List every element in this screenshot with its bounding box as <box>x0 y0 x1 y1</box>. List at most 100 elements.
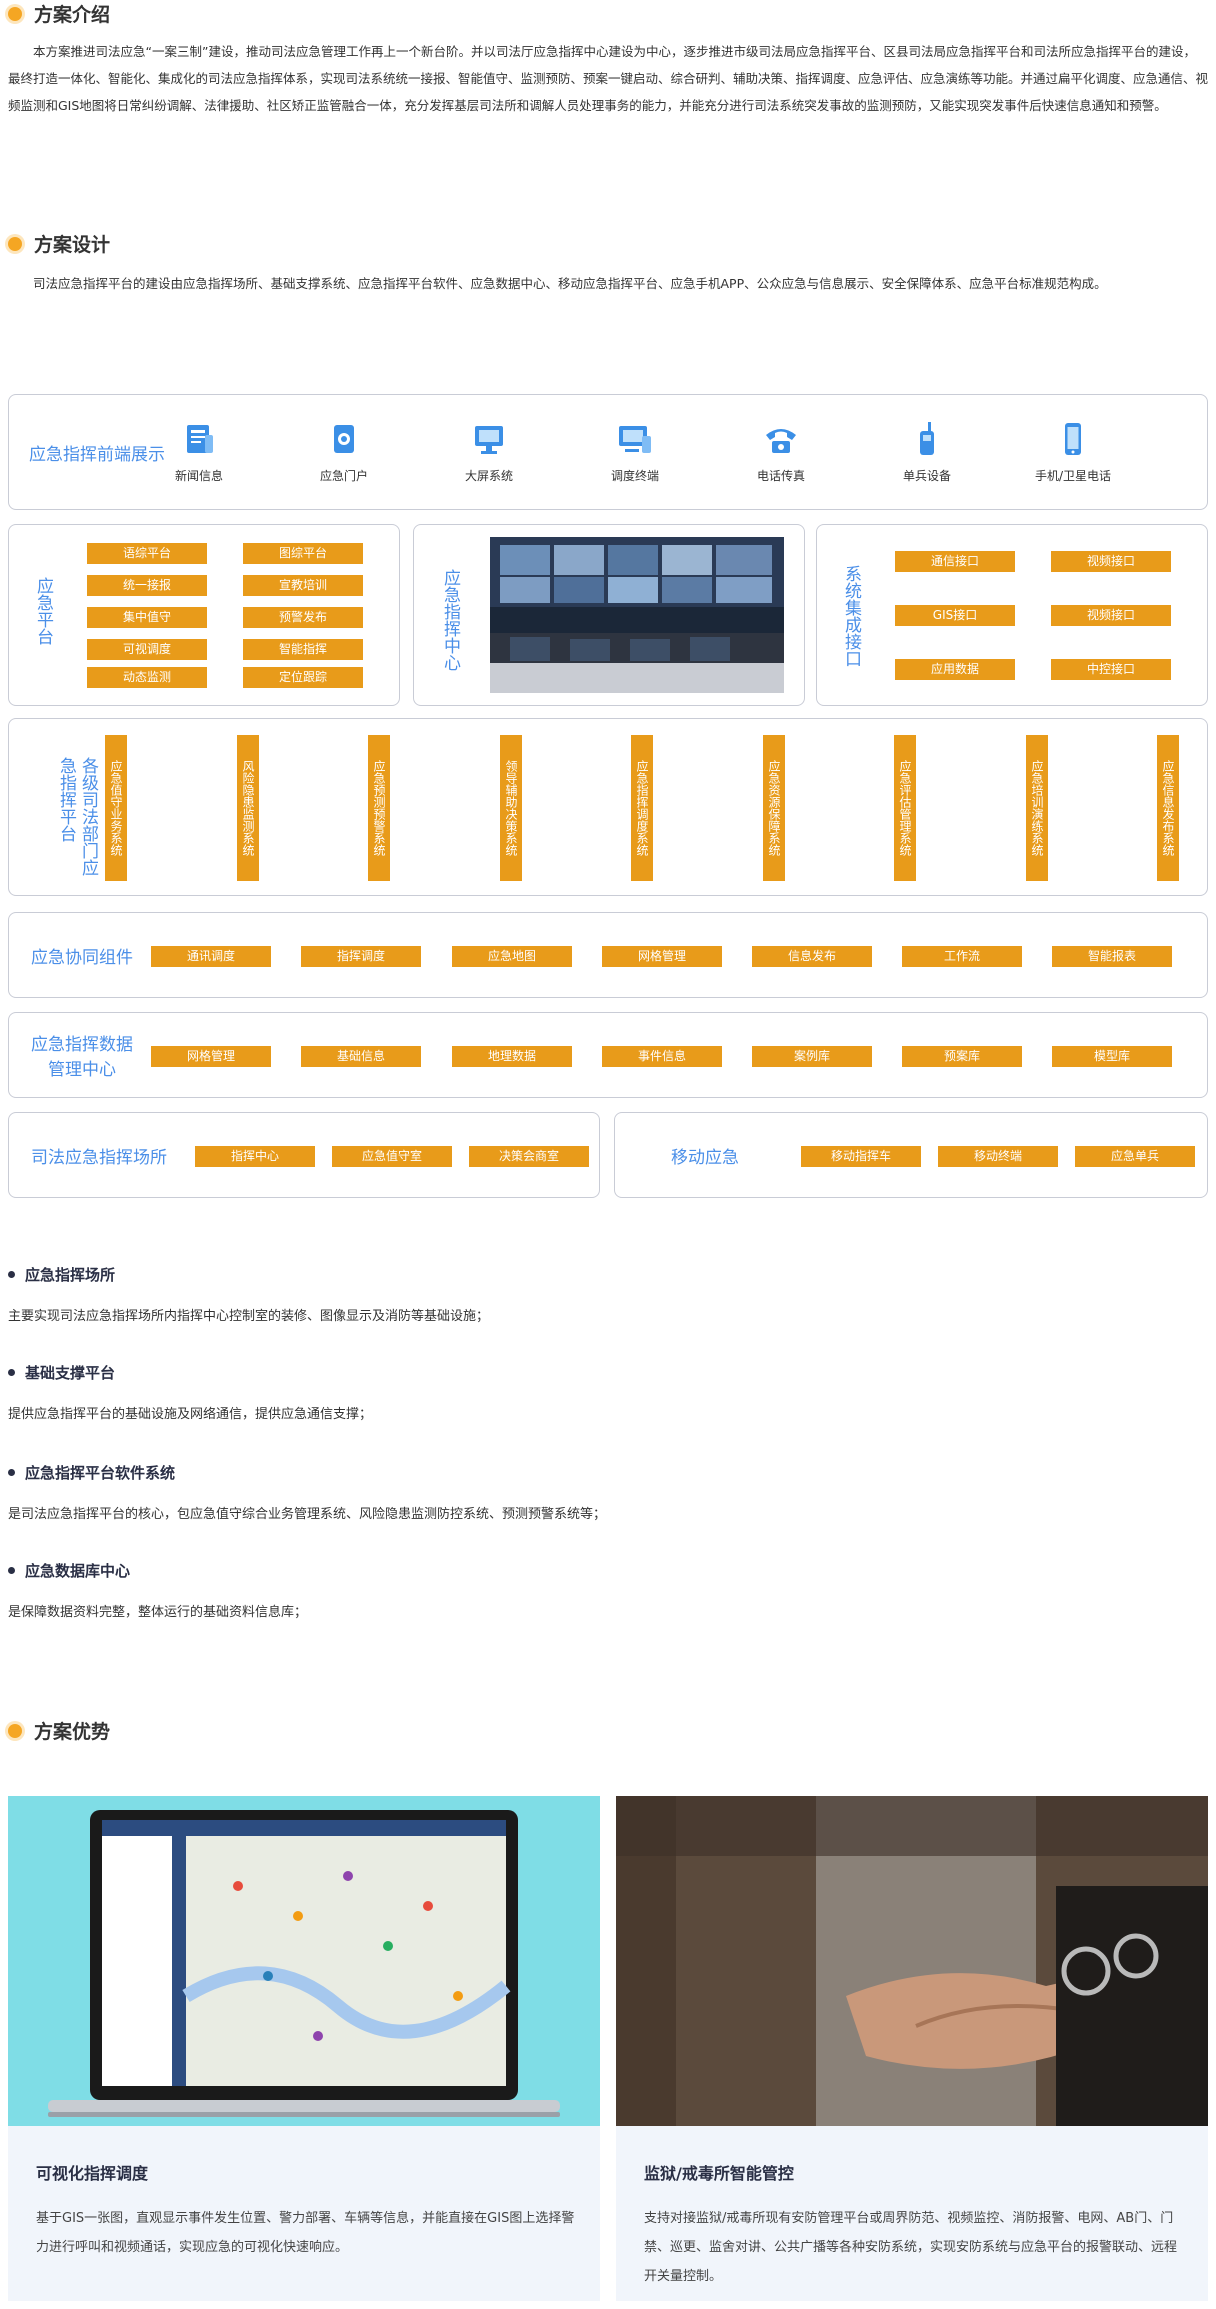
component-item: 智能报表 <box>1052 946 1172 967</box>
frontend-caption: 应急门户 <box>319 469 368 483</box>
mobile-item: 应急单兵 <box>1075 1146 1195 1167</box>
system-interfaces-box: 系统集成接口 通信接口 视频接口 GIS接口 视频接口 应用数据 中控接口 <box>816 524 1208 706</box>
frontend-item-news: 新闻信息 <box>149 419 249 484</box>
frontend-item-screen: 大屏系统 <box>439 419 539 484</box>
bullet-title-text: 应急指挥平台软件系统 <box>25 1464 176 1482</box>
bullet-text: 提供应急指挥平台的基础设施及网络通信，提供应急通信支撑； <box>8 1407 373 1422</box>
venue-item: 指挥中心 <box>195 1146 315 1167</box>
department-system: 应急评估管理系统 <box>894 735 916 881</box>
data-center-item: 预案库 <box>902 1046 1022 1067</box>
interface-item: 应用数据 <box>895 659 1015 680</box>
platform-item: 动态监测 <box>87 667 207 688</box>
advantage-card-title: 监狱/戒毒所智能管控 <box>644 2164 794 2183</box>
bullet-title: 应急指挥场所 <box>8 1264 115 1285</box>
frontend-label: 应急指挥前端展示 <box>29 445 165 465</box>
section-title-design: 方案设计 <box>8 230 110 257</box>
mobile-item: 移动终端 <box>938 1146 1058 1167</box>
frontend-caption: 新闻信息 <box>174 469 223 483</box>
bullet-title: 基础支撑平台 <box>8 1362 115 1383</box>
emergency-platform-box: 应急平台 语综平台 图综平台 统一接报 宣教培训 集中值守 预警发布 可视调度 … <box>8 524 400 706</box>
bullet-dot-icon <box>8 1369 15 1376</box>
platform-item: 可视调度 <box>87 639 207 660</box>
data-center-label-line2: 管理中心 <box>48 1060 116 1080</box>
interface-item: 通信接口 <box>895 551 1015 572</box>
frontend-caption: 调度终端 <box>610 469 659 483</box>
interface-item: GIS接口 <box>895 605 1015 626</box>
component-item: 指挥调度 <box>301 946 421 967</box>
bullet-dot-icon <box>8 1271 15 1278</box>
handcuffs-photo <box>616 1796 1208 2126</box>
component-item: 通讯调度 <box>151 946 271 967</box>
command-center-photo <box>490 537 784 693</box>
advantage-card-text: 基于GIS一张图，直观显示事件发生位置、警力部署、车辆等信息，并能直接在GIS图… <box>36 2211 575 2255</box>
bullet-title: 应急数据库中心 <box>8 1560 130 1581</box>
components-label: 应急协同组件 <box>31 948 133 968</box>
data-center-item: 基础信息 <box>301 1046 421 1067</box>
section-title-intro: 方案介绍 <box>8 0 110 27</box>
platform-item: 集中值守 <box>87 607 207 628</box>
news-icon <box>187 425 213 453</box>
bullet-text: 是司法应急指挥平台的核心，包应急值守综合业务管理系统、风险隐患监测防控系统、预测… <box>8 1507 607 1522</box>
laptop-gis-image <box>8 1796 600 2126</box>
frontend-item-portal: 应急门户 <box>294 419 394 484</box>
department-system: 领导辅助决策系统 <box>500 735 522 881</box>
portal-icon <box>334 425 354 453</box>
platform-item: 语综平台 <box>87 543 207 564</box>
mobile-label: 移动应急 <box>671 1148 739 1168</box>
frontend-display-box: 应急指挥前端展示 新闻信息 应急门户 大屏系统 调度终端 电话传真 单兵设备 手… <box>8 394 1208 510</box>
data-center-label-line1: 应急指挥数据 <box>31 1035 133 1055</box>
department-system: 应急信息发布系统 <box>1157 735 1179 881</box>
platform-item: 图综平台 <box>243 543 363 564</box>
component-item: 信息发布 <box>752 946 872 967</box>
platform-item: 宣教培训 <box>243 575 363 596</box>
frontend-caption: 大屏系统 <box>464 469 513 483</box>
interface-item: 视频接口 <box>1051 605 1171 626</box>
section-dot-icon <box>8 236 22 251</box>
platform-item: 定位跟踪 <box>243 667 363 688</box>
component-item: 应急地图 <box>452 946 572 967</box>
bullet-title-text: 应急指挥场所 <box>25 1266 116 1284</box>
walkie-talkie-icon <box>920 422 934 455</box>
command-center-label: 应急指挥中心 <box>440 569 460 671</box>
bullet-text: 是保障数据资料完整，整体运行的基础资料信息库； <box>8 1605 308 1620</box>
department-system: 应急指挥调度系统 <box>631 735 653 881</box>
advantage-card-prison-control: 监狱/戒毒所智能管控 支持对接监狱/戒毒所现有安防管理平台或周界防范、视频监控、… <box>616 1796 1208 2301</box>
bullet-title-text: 基础支撑平台 <box>25 1364 116 1382</box>
bullet-dot-icon <box>8 1469 15 1476</box>
platform-item: 预警发布 <box>243 607 363 628</box>
design-title: 方案设计 <box>34 234 111 256</box>
monitor-icon <box>475 426 503 454</box>
venue-item: 决策会商室 <box>469 1146 589 1167</box>
design-paragraph: 司法应急指挥平台的建设由应急指挥场所、基础支撑系统、应急指挥平台软件、应急数据中… <box>33 276 1107 291</box>
department-system: 应急预测预警系统 <box>368 735 390 881</box>
interface-item: 视频接口 <box>1051 551 1171 572</box>
bullet-text: 主要实现司法应急指挥场所内指挥中心控制室的装修、图像显示及消防等基础设施； <box>8 1309 490 1324</box>
data-center-item: 案例库 <box>752 1046 872 1067</box>
section-dot-icon <box>8 1723 22 1738</box>
frontend-caption: 单兵设备 <box>902 469 951 483</box>
advantages-title: 方案优势 <box>34 1721 111 1743</box>
venue-box: 司法应急指挥场所 指挥中心 应急值守室 决策会商室 <box>8 1112 600 1198</box>
section-dot-icon <box>8 6 22 21</box>
components-box: 应急协同组件 通讯调度 指挥调度 应急地图 网格管理 信息发布 工作流 智能报表 <box>8 912 1208 998</box>
terminal-icon <box>619 426 651 453</box>
departments-label: 各级司法部门应急指挥平台 <box>27 757 99 877</box>
department-system: 风险隐患监测系统 <box>237 735 259 881</box>
data-center-item: 事件信息 <box>602 1046 722 1067</box>
data-center-item: 模型库 <box>1052 1046 1172 1067</box>
departments-box: 各级司法部门应急指挥平台 应急值守业务系统 风险隐患监测系统 应急预测预警系统 … <box>8 718 1208 896</box>
department-system: 应急值守业务系统 <box>105 735 127 881</box>
platform-label: 应急平台 <box>33 577 53 645</box>
frontend-item-individual: 单兵设备 <box>877 419 977 484</box>
department-system: 应急资源保障系统 <box>763 735 785 881</box>
command-center-box: 应急指挥中心 <box>413 524 805 706</box>
frontend-caption: 电话传真 <box>756 469 805 483</box>
frontend-item-phone-fax: 电话传真 <box>731 419 831 484</box>
department-system: 应急培训演练系统 <box>1026 735 1048 881</box>
frontend-item-mobile: 手机/卫星电话 <box>1023 419 1123 484</box>
intro-title: 方案介绍 <box>34 4 111 26</box>
telephone-icon <box>766 429 796 453</box>
interface-item: 中控接口 <box>1051 659 1171 680</box>
advantage-card-text: 支持对接监狱/戒毒所现有安防管理平台或周界防范、视频监控、消防报警、电网、AB门… <box>644 2211 1178 2284</box>
advantage-card-title: 可视化指挥调度 <box>36 2164 149 2183</box>
